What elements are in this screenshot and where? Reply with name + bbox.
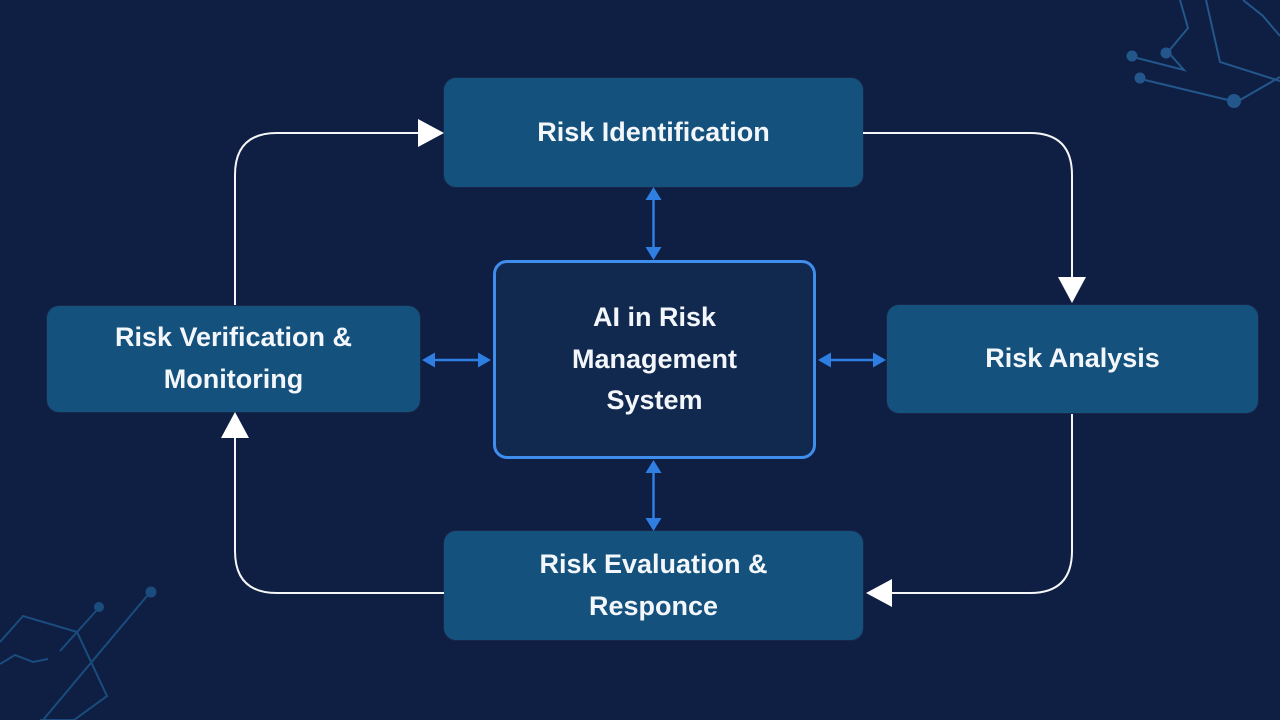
node-risk-verification-monitoring: Risk Verification & Monitoring: [47, 306, 420, 412]
node-risk-evaluation-responce: Risk Evaluation & Responce: [444, 531, 863, 640]
node-label: Risk Identification: [537, 116, 770, 147]
node-label: Monitoring: [163, 364, 304, 394]
blue-arrowhead: [422, 352, 435, 368]
node-label: Responce: [588, 590, 719, 621]
blue-arrowhead: [818, 352, 831, 368]
node-label: Risk Evaluation &: [539, 548, 768, 579]
blue-arrowhead: [645, 187, 662, 200]
arrowhead-into-verification: [221, 412, 249, 438]
arrow-evaluation-to-verification: [234, 430, 444, 594]
circuit-decoration-bottom-left: [0, 586, 157, 720]
center-label: System: [606, 385, 703, 416]
center-label: Management: [571, 343, 738, 374]
arrow-identification-to-analysis: [863, 132, 1073, 281]
node-label: Risk Analysis: [985, 343, 1160, 374]
arrowhead-into-analysis: [1058, 277, 1086, 303]
blue-arrowhead: [645, 518, 662, 531]
arrowhead-into-evaluation: [866, 579, 892, 607]
center-label: AI in Risk: [592, 301, 717, 332]
node-label: Risk Verification &: [114, 322, 353, 353]
blue-arrowhead: [873, 352, 886, 368]
node-ai-risk-management-system: AI in Risk Management System: [493, 260, 816, 459]
node-risk-identification: Risk Identification: [444, 78, 863, 187]
blue-arrowhead: [645, 247, 662, 260]
blue-arrowhead: [478, 352, 491, 368]
arrowhead-into-identification: [418, 119, 444, 147]
circuit-decoration-top-right: [1126, 0, 1280, 108]
arrow-analysis-to-evaluation: [888, 414, 1073, 594]
arrow-verification-to-identification: [234, 132, 422, 305]
blue-arrowhead: [645, 460, 662, 473]
node-risk-analysis: Risk Analysis: [887, 305, 1258, 413]
